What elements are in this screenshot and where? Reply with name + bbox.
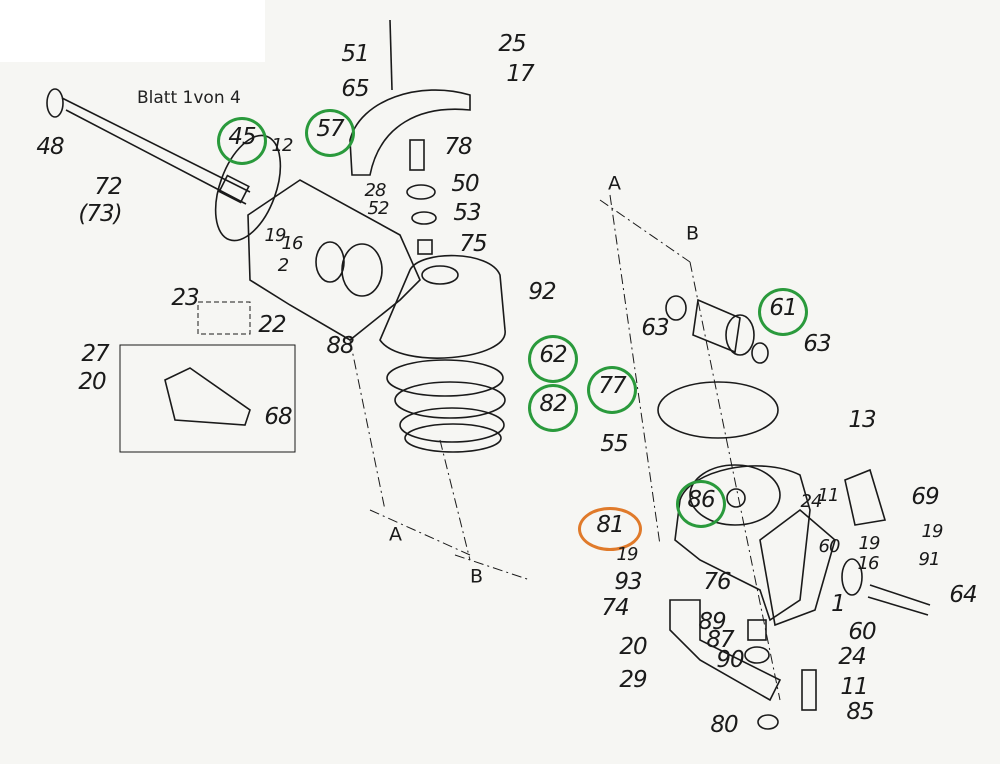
highlight-circle-82 — [528, 384, 578, 432]
section-marker-B: B — [469, 565, 483, 588]
part-label-27: 27 — [81, 341, 109, 368]
blank-corner — [0, 0, 265, 62]
part-label-88: 88 — [326, 333, 354, 360]
bearing-61 — [692, 298, 741, 354]
part-label-24: 24 — [800, 491, 823, 513]
section-marker-A: A — [389, 523, 402, 546]
part-label-60: 60 — [818, 536, 841, 558]
section-marker-B: B — [685, 222, 699, 245]
highlight-circle-57 — [305, 109, 355, 157]
part-label-87: 87 — [706, 627, 734, 654]
part-label-90: 90 — [716, 647, 744, 674]
part-label-16: 16 — [857, 553, 880, 575]
part-label-89: 89 — [698, 609, 726, 636]
sleeve-75 — [417, 239, 433, 255]
bracket-69 — [844, 468, 887, 526]
bolt-78 — [409, 139, 425, 171]
part-label-91: 91 — [918, 549, 941, 571]
part-label-19: 19 — [264, 225, 287, 247]
part-label-69: 69 — [911, 484, 939, 511]
highlight-circle-61 — [758, 288, 808, 336]
part-label-52: 52 — [367, 198, 390, 220]
part-label-13: 13 — [848, 407, 876, 434]
washer-50 — [406, 184, 436, 200]
pin-85 — [801, 669, 817, 711]
housing-left — [247, 179, 421, 341]
section-marker-A: A — [608, 172, 621, 195]
part-label-85: 85 — [846, 699, 874, 726]
part-label-64: 64 — [949, 582, 977, 609]
part-label-78: 78 — [444, 134, 472, 161]
gasket-77 — [657, 381, 779, 439]
highlight-circle-45 — [217, 117, 267, 165]
ring-82 — [394, 381, 506, 419]
highlight-circle-62 — [528, 335, 578, 383]
part-label-63: 63 — [641, 315, 669, 342]
part-label-50: 50 — [451, 171, 479, 198]
highlight-circle-86 — [676, 480, 726, 528]
part-label-1: 1 — [831, 591, 846, 618]
part-label-19: 19 — [921, 521, 944, 543]
part-label-53: 53 — [453, 200, 481, 227]
sheet-label: Blatt 1von 4 — [137, 88, 241, 108]
ring-62 — [386, 359, 504, 397]
nut-90 — [744, 646, 770, 664]
part-label-60: 60 — [848, 619, 876, 646]
drive-shaft-72 — [46, 88, 251, 205]
yoke-57 — [349, 89, 471, 176]
part-label-22: 22 — [258, 312, 286, 339]
cover-plate — [759, 508, 836, 627]
part-label-24: 24 — [838, 644, 866, 671]
part-label-55: 55 — [600, 431, 628, 458]
highlight-circle-81 — [578, 507, 642, 551]
part-label-63: 63 — [803, 331, 831, 358]
part-label-72: 72 — [94, 174, 122, 201]
part-label-23: 23 — [171, 285, 199, 312]
part-label-11: 11 — [840, 674, 868, 701]
part-label-19: 19 — [858, 533, 881, 555]
part-label-68: 68 — [264, 404, 292, 431]
part-label-75: 75 — [459, 231, 487, 258]
plate-68 — [164, 367, 251, 426]
part-label-20: 20 — [619, 634, 647, 661]
highlight-circle-77 — [587, 366, 637, 414]
part-label-28: 28 — [364, 180, 387, 202]
bell-housing-92 — [379, 254, 506, 359]
arm-74 — [669, 599, 782, 702]
seal-1 — [841, 558, 863, 596]
part-label-16: 16 — [281, 233, 304, 255]
bush-89 — [747, 619, 767, 641]
part-label-12: 12 — [271, 135, 294, 157]
shaft-64 — [867, 584, 931, 616]
part-label-76: 76 — [703, 569, 731, 596]
nut-80 — [757, 714, 779, 730]
part-label-20: 20 — [78, 369, 106, 396]
part-label-19: 19 — [616, 544, 639, 566]
bush-53 — [411, 211, 437, 225]
part-label-93: 93 — [614, 569, 642, 596]
part-label-51: 51 — [341, 41, 369, 68]
part-label-25: 25 — [498, 31, 526, 58]
part-label-17: 17 — [506, 61, 534, 88]
part-label-73: (73) — [78, 201, 122, 228]
part-label-11: 11 — [817, 485, 840, 507]
part-label-74: 74 — [601, 595, 629, 622]
part-label-29: 29 — [619, 667, 647, 694]
seal-63 — [665, 295, 687, 321]
part-label-2: 2 — [277, 255, 289, 277]
part-label-80: 80 — [710, 712, 738, 739]
part-label-65: 65 — [341, 76, 369, 103]
part-label-48: 48 — [36, 134, 64, 161]
part-label-92: 92 — [528, 279, 556, 306]
